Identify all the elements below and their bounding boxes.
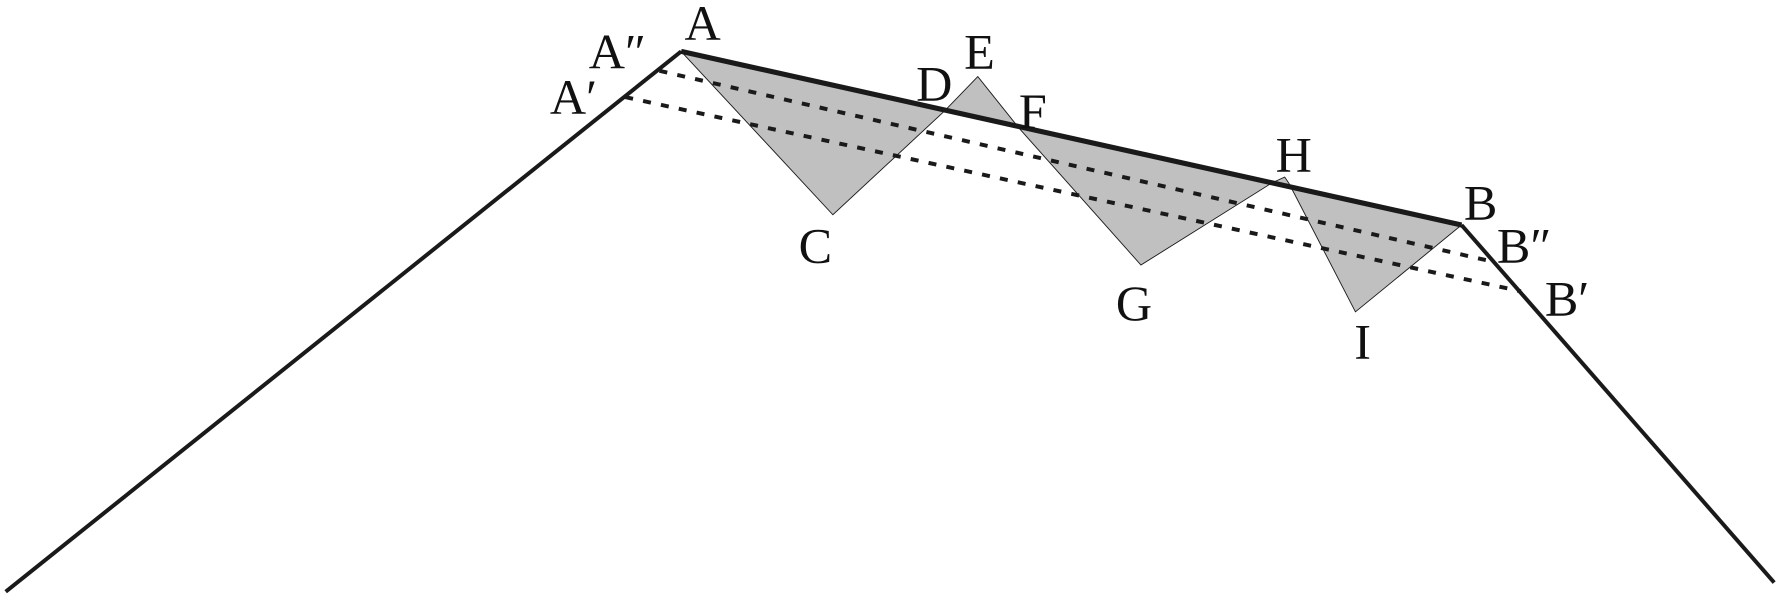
label-A: A	[685, 0, 721, 51]
label-A-prime: A′	[550, 69, 597, 125]
label-B: B	[1464, 174, 1497, 230]
label-I: I	[1354, 314, 1371, 370]
label-D: D	[916, 55, 952, 111]
label-H: H	[1276, 126, 1312, 182]
dashed-segment-A1-B1	[624, 95, 1522, 294]
label-G: G	[1116, 275, 1152, 331]
dashed-segment-A2-B2	[659, 68, 1493, 264]
label-B-double-prime: B″	[1497, 218, 1551, 274]
label-A-double-prime: A″	[589, 24, 646, 80]
left-slope-line	[4, 49, 683, 594]
label-F: F	[1019, 83, 1047, 139]
right-slope-line	[1460, 223, 1776, 584]
label-B-prime: B′	[1545, 270, 1589, 326]
segment-AB	[680, 48, 1463, 228]
label-C: C	[799, 218, 832, 274]
label-E: E	[964, 24, 995, 80]
shaded-triangles	[679, 50, 1463, 313]
